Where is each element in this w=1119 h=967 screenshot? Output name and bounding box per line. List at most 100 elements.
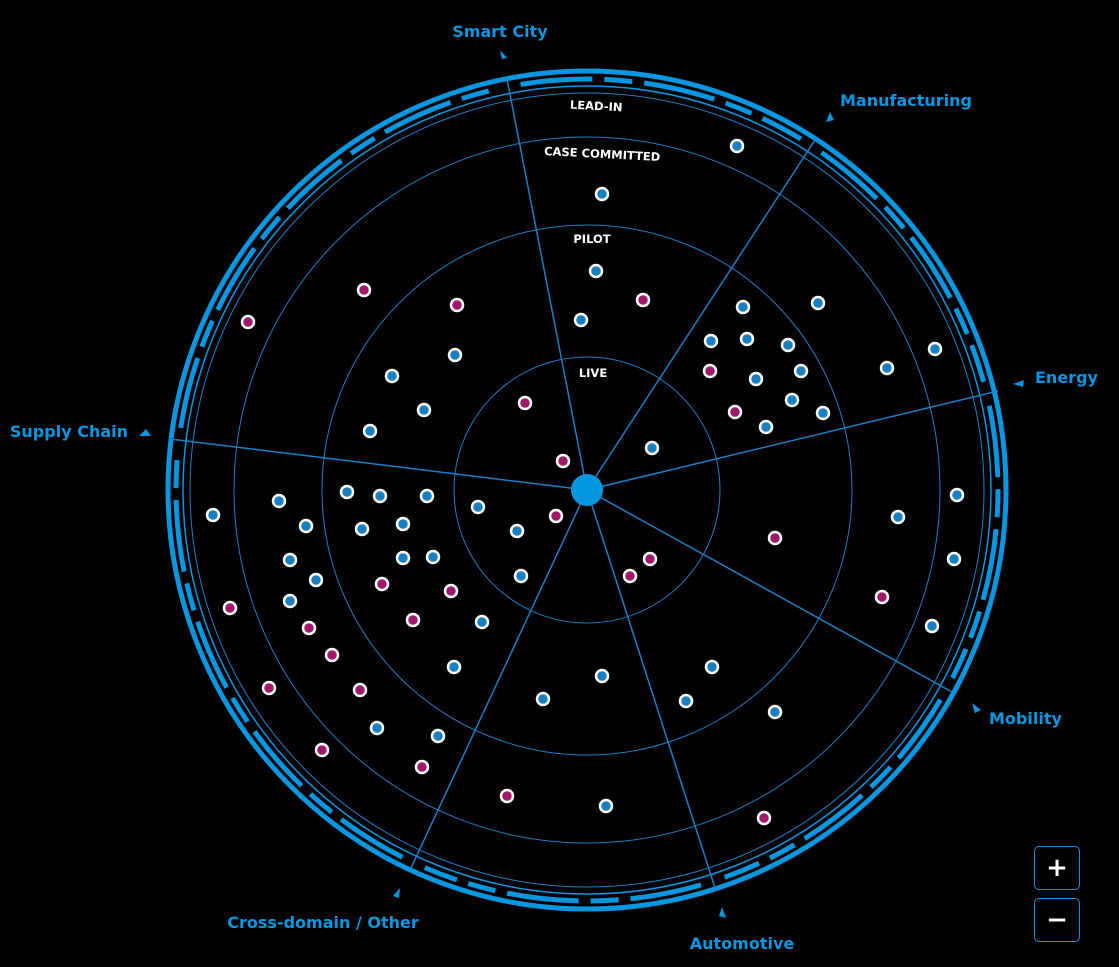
sector-divider-mobility [586, 489, 953, 693]
blip-20[interactable] [780, 337, 796, 353]
blip-6[interactable] [356, 282, 372, 298]
blip-36[interactable] [642, 551, 658, 567]
blip-25[interactable] [793, 363, 809, 379]
blip-21[interactable] [879, 360, 895, 376]
blip-17[interactable] [810, 295, 826, 311]
blip-59[interactable] [425, 549, 441, 565]
blip-9[interactable] [447, 347, 463, 363]
blip-52[interactable] [298, 518, 314, 534]
sector-marker-automotive [719, 907, 726, 918]
blip-49[interactable] [372, 488, 388, 504]
blip-34[interactable] [874, 589, 890, 605]
blip-73[interactable] [369, 720, 385, 736]
blip-24[interactable] [748, 371, 764, 387]
blip-33[interactable] [946, 551, 962, 567]
blip-15[interactable] [644, 440, 660, 456]
blip-48[interactable] [339, 484, 355, 500]
blip-7[interactable] [449, 297, 465, 313]
blip-75[interactable] [314, 742, 330, 758]
sector-divider-manufacturing [586, 139, 816, 491]
blip-39[interactable] [678, 693, 694, 709]
blip-46[interactable] [205, 507, 221, 523]
blip-22[interactable] [927, 341, 943, 357]
sector-label-automotive[interactable]: Automotive [690, 934, 795, 953]
blip-61[interactable] [374, 576, 390, 592]
blip-76[interactable] [414, 759, 430, 775]
blip-67[interactable] [474, 614, 490, 630]
blip-18[interactable] [703, 333, 719, 349]
blip-3[interactable] [588, 263, 604, 279]
blip-30[interactable] [949, 487, 965, 503]
ring-lead-in-circle [189, 92, 985, 888]
blip-56[interactable] [548, 508, 564, 524]
blip-68[interactable] [301, 620, 317, 636]
blip-points [205, 138, 965, 826]
blip-11[interactable] [416, 402, 432, 418]
blip-16[interactable] [735, 299, 751, 315]
sector-arc-energy [950, 405, 1001, 680]
sector-marker-energy [1013, 380, 1024, 387]
blip-45[interactable] [598, 798, 614, 814]
outer-frame-ring [165, 68, 1009, 912]
zoom-in-button[interactable]: + [1034, 846, 1080, 890]
blip-60[interactable] [308, 572, 324, 588]
blip-14[interactable] [555, 453, 571, 469]
blip-50[interactable] [419, 488, 435, 504]
blip-69[interactable] [324, 647, 340, 663]
blip-23[interactable] [702, 363, 718, 379]
sector-divider-lines [169, 78, 999, 892]
blip-40[interactable] [767, 704, 783, 720]
sector-label-energy[interactable]: Energy [1035, 368, 1099, 387]
blip-54[interactable] [395, 516, 411, 532]
blip-37[interactable] [622, 568, 638, 584]
blip-65[interactable] [222, 600, 238, 616]
blip-44[interactable] [499, 788, 515, 804]
blip-4[interactable] [635, 292, 651, 308]
blip-13[interactable] [517, 395, 533, 411]
sector-label-smart-city[interactable]: Smart City [452, 22, 548, 41]
blip-38[interactable] [704, 659, 720, 675]
blip-47[interactable] [271, 493, 287, 509]
blip-51[interactable] [470, 499, 486, 515]
blip-71[interactable] [261, 680, 277, 696]
blip-10[interactable] [384, 368, 400, 384]
sector-arc-manufacturing [820, 150, 986, 383]
blip-29[interactable] [815, 405, 831, 421]
blip-58[interactable] [395, 550, 411, 566]
blip-64[interactable] [282, 593, 298, 609]
sector-arc-smart-city [520, 76, 803, 142]
blip-31[interactable] [890, 509, 906, 525]
blip-8[interactable] [240, 314, 256, 330]
blip-53[interactable] [354, 521, 370, 537]
blip-41[interactable] [756, 810, 772, 826]
blip-63[interactable] [513, 568, 529, 584]
blip-74[interactable] [430, 728, 446, 744]
blip-27[interactable] [727, 404, 743, 420]
blip-72[interactable] [352, 682, 368, 698]
blip-66[interactable] [405, 612, 421, 628]
zoom-out-button[interactable]: − [1034, 898, 1080, 942]
sector-label-manufacturing[interactable]: Manufacturing [840, 91, 972, 110]
sector-marker-supply-chain [139, 429, 151, 436]
blip-62[interactable] [443, 583, 459, 599]
blip-43[interactable] [535, 691, 551, 707]
ring-live-circle [453, 356, 721, 624]
blip-19[interactable] [739, 331, 755, 347]
blip-32[interactable] [767, 530, 783, 546]
sector-label-supply-chain[interactable]: Supply Chain [10, 422, 128, 441]
blip-55[interactable] [509, 523, 525, 539]
blip-35[interactable] [924, 618, 940, 634]
blip-28[interactable] [758, 419, 774, 435]
blip-1[interactable] [729, 138, 745, 154]
blip-70[interactable] [446, 659, 462, 675]
blip-5[interactable] [573, 312, 589, 328]
blip-2[interactable] [594, 186, 610, 202]
blip-57[interactable] [282, 552, 298, 568]
blip-26[interactable] [784, 392, 800, 408]
sector-label-mobility[interactable]: Mobility [989, 709, 1062, 728]
blip-12[interactable] [362, 423, 378, 439]
sector-divider-smart-city [506, 78, 588, 491]
sector-label-cross-domain-other[interactable]: Cross-domain / Other [227, 913, 419, 932]
sector-marker-mobility [972, 703, 981, 713]
blip-42[interactable] [594, 668, 610, 684]
